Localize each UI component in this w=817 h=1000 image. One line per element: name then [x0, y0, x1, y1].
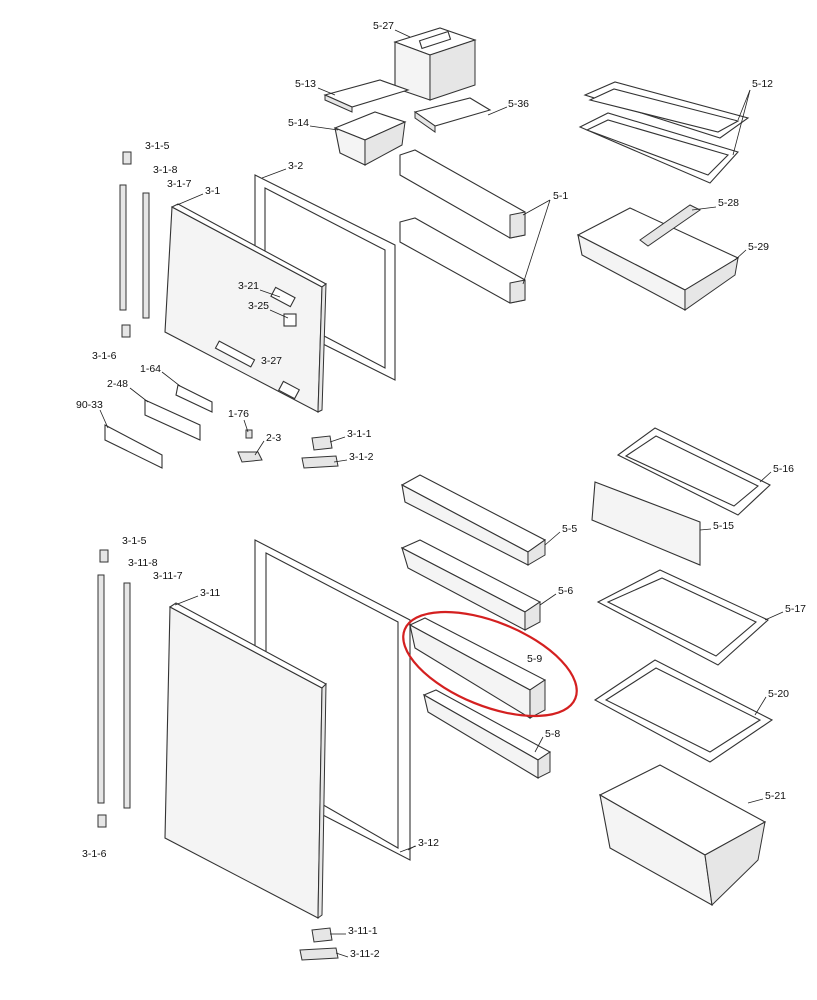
part-5-9-door-bin [408, 617, 547, 719]
label-5-8: 5-8 [545, 728, 561, 740]
part-5-1-door-bin-b [399, 217, 526, 304]
part-3-1-6-hinge [121, 324, 131, 338]
leader-lines [99, 29, 784, 958]
label-5-6: 5-6 [558, 585, 574, 597]
part-5-17-shelf-inner [606, 577, 758, 657]
part-5-12-shelf-b-inner [585, 119, 730, 176]
label-90-33: 90-33 [76, 399, 103, 411]
label-5-9: 5-9 [527, 653, 543, 665]
label-3-1-1: 3-1-1 [347, 428, 372, 440]
label-3-1: 3-1 [205, 185, 221, 197]
part-90-33 [104, 424, 163, 469]
label-2-3: 2-3 [266, 432, 282, 444]
highlight-circle-5-9 [402, 610, 578, 718]
part-3-11-8-strip [97, 574, 105, 804]
part-3-1-5-hinge [122, 151, 132, 165]
label-3-11-8: 3-11-8 [128, 557, 158, 569]
part-3-1-5-hinge-lower [99, 549, 109, 563]
part-2-48 [144, 399, 201, 441]
part-1-76 [245, 429, 253, 439]
label-5-1: 5-1 [553, 190, 569, 202]
part-3-11-2 [299, 947, 339, 961]
label-3-1-5-lower: 3-1-5 [122, 535, 147, 547]
label-5-13: 5-13 [295, 78, 317, 90]
part-5-16-shelf-inner [624, 435, 760, 507]
label-3-25: 3-25 [248, 300, 270, 312]
label-3-1-5: 3-1-5 [145, 140, 170, 152]
label-3-12: 3-12 [418, 837, 440, 849]
label-5-21: 5-21 [765, 790, 787, 802]
part-5-21-crisper-drawer [598, 764, 767, 907]
label-5-16: 5-16 [773, 463, 795, 475]
part-2-3 [237, 451, 263, 463]
label-3-11: 3-11 [200, 587, 221, 599]
part-3-11-1 [311, 927, 333, 943]
part-3-1-2 [301, 455, 339, 469]
part-5-12-shelf-a-inner [588, 88, 740, 133]
label-5-15: 5-15 [713, 520, 735, 532]
label-5-14: 5-14 [288, 117, 310, 129]
label-5-29: 5-29 [748, 241, 770, 253]
part-3-1-door [164, 203, 328, 413]
part-5-27-ice-box [393, 27, 477, 101]
label-5-5: 5-5 [562, 523, 578, 535]
label-5-12: 5-12 [752, 78, 774, 90]
part-5-5-egg-bin [400, 474, 547, 566]
part-3-11-door [164, 602, 327, 920]
label-3-11-2: 3-11-2 [350, 948, 380, 960]
label-3-2: 3-2 [288, 160, 304, 172]
part-1-64 [175, 384, 213, 413]
part-5-13-ice-tray [323, 79, 410, 113]
label-3-11-7: 3-11-7 [153, 570, 183, 582]
label-3-1-2: 3-1-2 [349, 451, 374, 463]
label-1-76: 1-76 [228, 408, 250, 420]
label-3-1-8: 3-1-8 [153, 164, 178, 176]
part-5-14-ice-bin [333, 111, 407, 166]
part-3-1-1 [311, 435, 333, 451]
part-5-29-chiller-tray [576, 204, 740, 311]
label-1-64: 1-64 [140, 363, 162, 375]
part-5-6-door-bin [400, 539, 542, 631]
label-3-21: 3-21 [238, 280, 260, 292]
part-3-1-6-hinge-lower [97, 814, 107, 828]
label-3-11-1: 3-11-1 [348, 925, 378, 937]
part-5-1-door-bin-a [399, 149, 526, 239]
label-3-1-7: 3-1-7 [167, 178, 192, 190]
label-5-17: 5-17 [785, 603, 807, 615]
part-5-15-crisper-cover [591, 481, 701, 566]
part-3-11-7-strip [123, 582, 131, 809]
part-3-1-8-strip [119, 184, 127, 311]
label-3-27: 3-27 [261, 355, 283, 367]
part-5-36-dispenser-cover [413, 97, 492, 133]
part-5-28-cover [639, 204, 701, 247]
label-3-1-6: 3-1-6 [92, 350, 117, 362]
label-5-27: 5-27 [373, 20, 395, 32]
part-5-20-shelf-inner [604, 667, 762, 753]
label-5-20: 5-20 [768, 688, 790, 700]
part-3-1-7-strip [142, 192, 150, 319]
label-3-1-6-lower: 3-1-6 [82, 848, 107, 860]
part-5-8-door-bin [422, 689, 552, 779]
label-2-48: 2-48 [107, 378, 129, 390]
label-5-28: 5-28 [718, 197, 740, 209]
label-5-36: 5-36 [508, 98, 530, 110]
